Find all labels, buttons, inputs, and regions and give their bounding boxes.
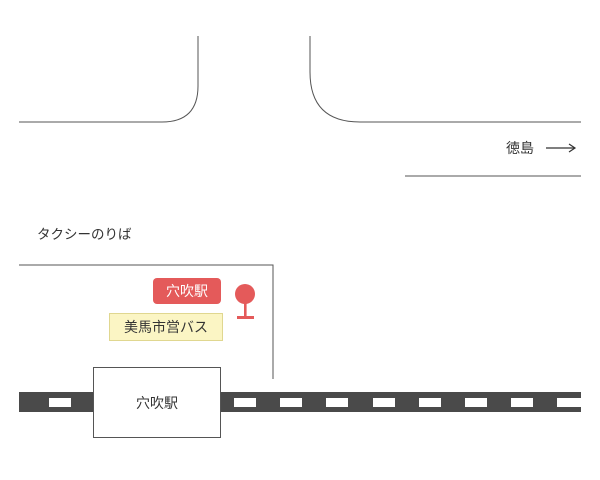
railway-dash bbox=[373, 398, 395, 407]
railway-dash bbox=[234, 398, 256, 407]
arrow-right-icon bbox=[546, 143, 577, 153]
station-name-badge: 穴吹駅 bbox=[153, 278, 221, 304]
railway-dash bbox=[572, 398, 581, 407]
railway-dash bbox=[280, 398, 302, 407]
taxi-stand-label: タクシーのりば bbox=[37, 227, 132, 243]
railway-dash bbox=[49, 398, 71, 407]
bus-stop-sign: 美馬市営バス bbox=[109, 313, 223, 341]
railway-dash bbox=[511, 398, 533, 407]
road-edge-left bbox=[19, 36, 199, 123]
road-edge-right bbox=[309, 36, 581, 123]
station-plaza-outline bbox=[19, 264, 274, 379]
railway-dash bbox=[465, 398, 487, 407]
railway-dash bbox=[326, 398, 348, 407]
direction-label-tokushima: 徳島 bbox=[506, 141, 534, 157]
station-building: 穴吹駅 bbox=[93, 367, 221, 438]
railway-dash bbox=[557, 398, 579, 407]
railway-dash bbox=[419, 398, 441, 407]
bus-stop-pin-icon bbox=[235, 284, 255, 319]
